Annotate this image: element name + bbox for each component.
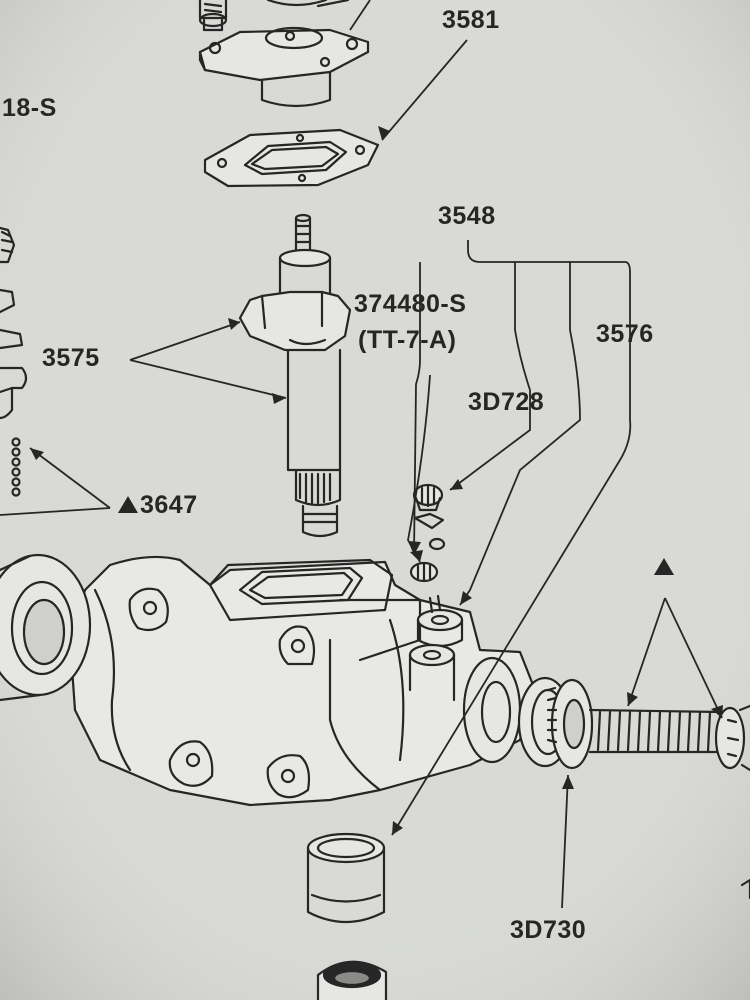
left-end-seal	[0, 553, 92, 702]
label-tt7a: (TT-7-A)	[358, 326, 457, 354]
arrowheads	[30, 126, 723, 835]
triangle-marker-icon	[654, 558, 674, 575]
worm-shaft	[588, 704, 750, 772]
bottom-seal	[316, 960, 388, 1000]
bushing-3576	[306, 832, 386, 924]
label-3d730: 3D730	[510, 916, 587, 944]
left-partial-parts	[0, 226, 28, 497]
top-bolt	[198, 0, 228, 32]
label-3647: 3647	[140, 491, 198, 519]
label-18s: 18-S	[2, 94, 57, 122]
triangle-marker-icon	[118, 496, 138, 513]
label-374480s: 374480-S	[354, 290, 467, 318]
right-edge-fragment	[740, 878, 750, 900]
label-3576: 3576	[596, 320, 654, 348]
sector-shaft-3575	[238, 213, 352, 538]
adjuster-nut-3d728	[409, 483, 446, 583]
label-3d728: 3D728	[468, 388, 545, 416]
gear-housing	[68, 555, 537, 807]
label-3581: 3581	[442, 6, 500, 34]
cover-plate	[198, 0, 370, 108]
gasket-3581	[203, 128, 380, 188]
seal-ring-3d730	[517, 676, 594, 770]
label-3548: 3548	[438, 202, 496, 230]
leader-lines	[0, 0, 723, 909]
label-3575: 3575	[42, 344, 100, 372]
